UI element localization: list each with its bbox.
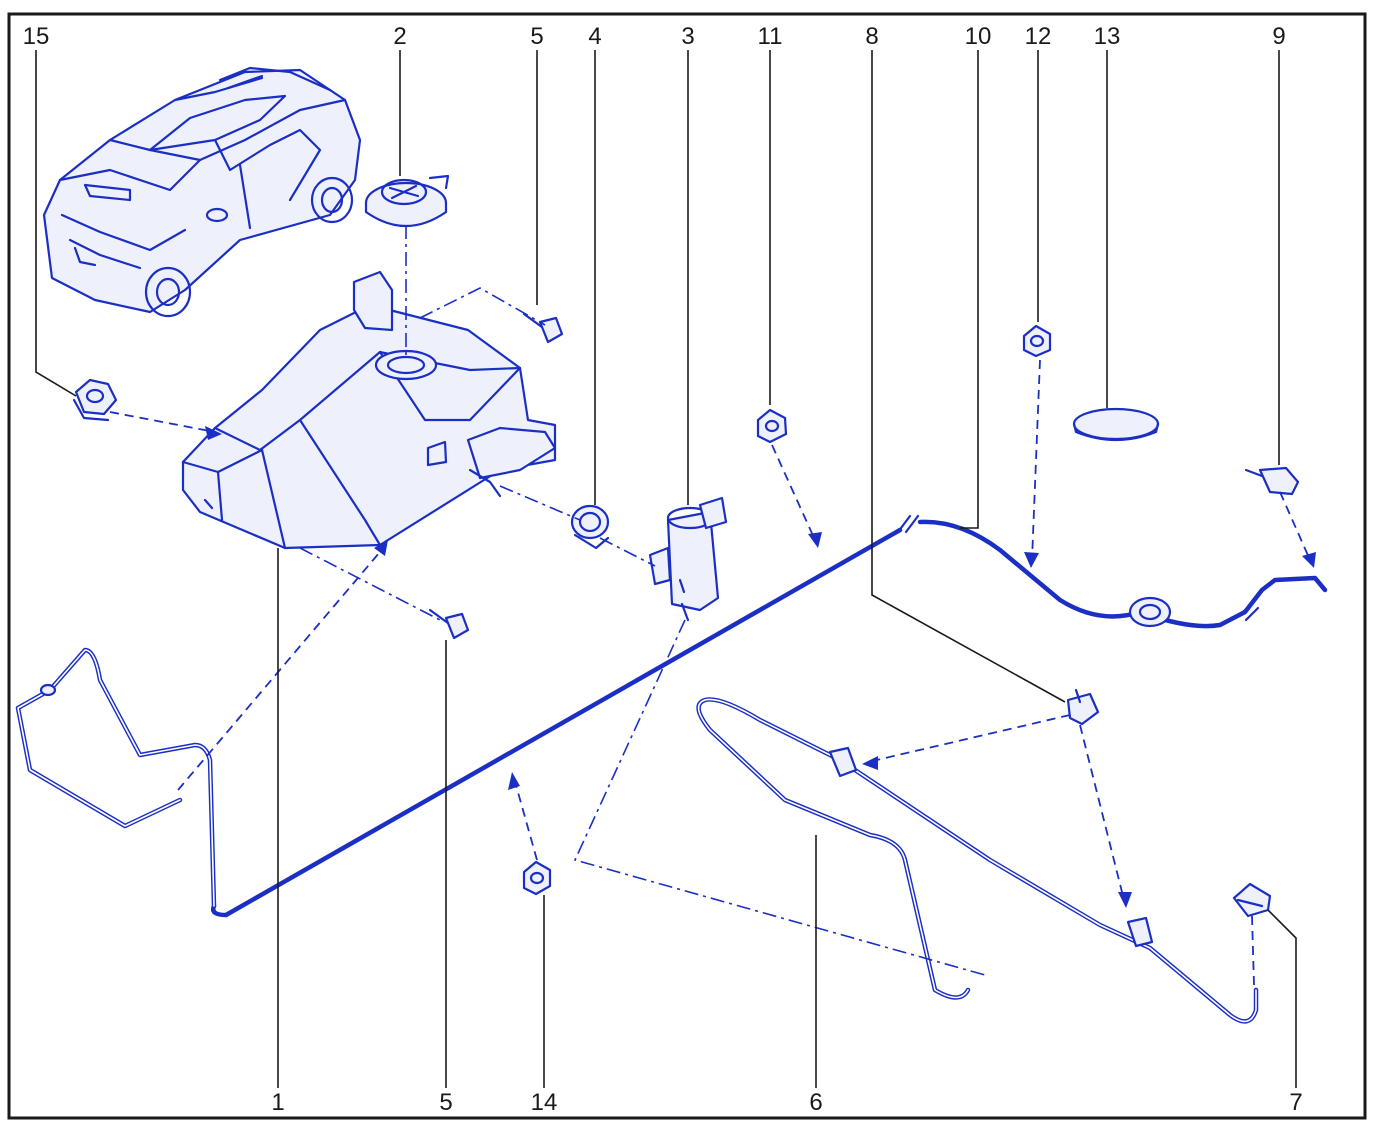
hose-connector [1066,688,1100,726]
callout-8: 8 [865,23,878,50]
front-washer-jet [1232,882,1272,918]
hose-10 [15,514,1328,918]
callout-5-bottom: 5 [439,1089,452,1116]
callout-9: 9 [1272,23,1285,50]
hose-6 [696,697,1259,1024]
callout-2: 2 [393,23,406,50]
diagram-border [7,12,1367,1120]
callout-3: 3 [681,23,694,50]
filler-cap [364,174,450,228]
assembly-lines [109,225,1316,986]
callout-14: 14 [531,1089,558,1116]
callout-5-top: 5 [530,23,543,50]
rear-washer-jet [1244,466,1300,496]
callout-13: 13 [1094,23,1121,50]
callout-4: 4 [588,23,601,50]
callout-12: 12 [1025,23,1052,50]
leader-lines [35,50,1297,1088]
blanking-plug [1072,407,1160,442]
callout-1: 1 [271,1089,284,1116]
nut [72,378,118,422]
callout-11: 11 [758,23,783,50]
callout-15: 15 [23,23,50,50]
washer-reservoir [181,270,557,550]
callout-10: 10 [965,23,992,50]
clip-11 [756,408,788,444]
vehicle-illustration [42,66,362,318]
callout-7: 7 [1289,1089,1302,1116]
bolt-upper [522,312,564,344]
callout-6: 6 [809,1089,822,1116]
callout-labels: 15 2 5 4 3 11 8 10 12 13 9 1 5 14 6 7 [23,23,1303,1116]
bolt-lower [428,608,470,640]
clip-12 [1022,324,1052,358]
clip-14 [522,860,552,896]
pump-grommet [570,504,610,550]
washer-pump [648,496,728,622]
